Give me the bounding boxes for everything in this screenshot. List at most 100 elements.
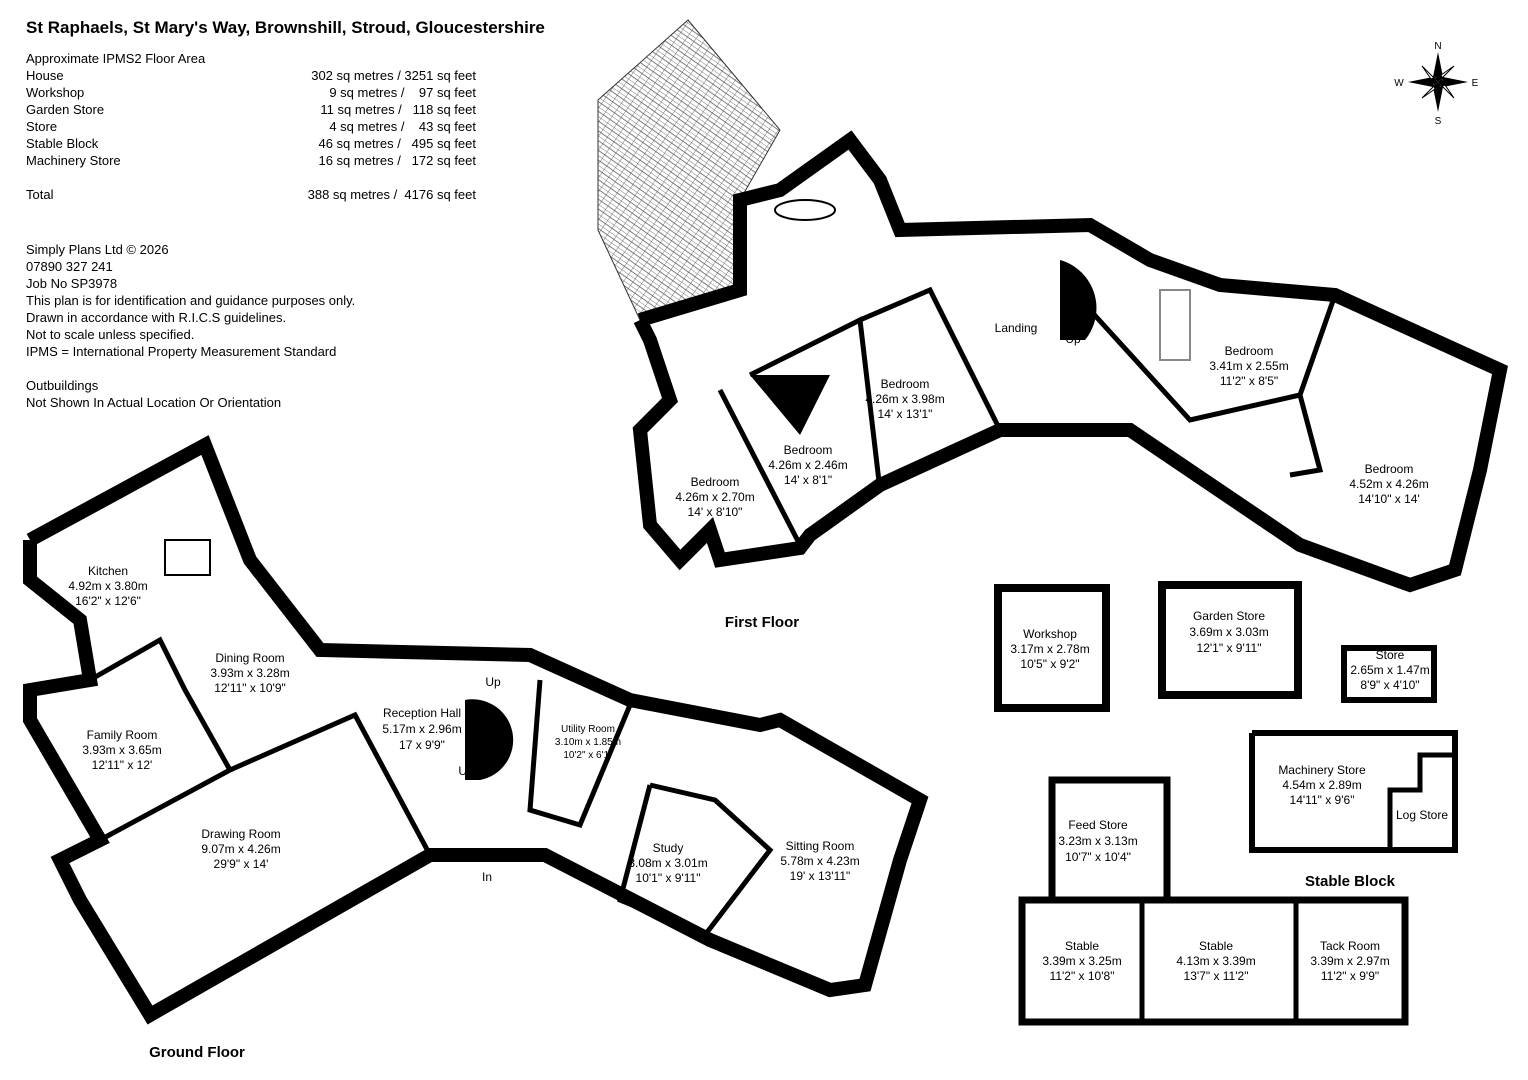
area-value: 16 sq metres / 172 sq feet: [318, 153, 476, 168]
room-label-line: Tack Room: [1320, 939, 1380, 953]
room-label-line: 3.69m x 3.03m: [1189, 625, 1268, 639]
room-label-line: 16'2" x 12'6": [75, 594, 141, 608]
stairs-up-label: Up: [1065, 332, 1081, 346]
room-label-line: 3.17m x 2.78m: [1010, 642, 1089, 656]
compass-east: E: [1472, 78, 1479, 89]
room-label-line: 12'11" x 12': [92, 758, 153, 772]
room-label-line: Bedroom: [1365, 462, 1414, 476]
room-label-line: 9.07m x 4.26m: [201, 842, 280, 856]
note-line: This plan is for identification and guid…: [26, 293, 356, 308]
compass-north: N: [1434, 41, 1441, 52]
room-label-line: 11'2" x 9'9": [1321, 969, 1379, 983]
room-label-line: 3.08m x 3.01m: [628, 856, 707, 870]
note-line: Not Shown In Actual Location Or Orientat…: [26, 395, 282, 410]
plan-title: St Raphaels, St Mary's Way, Brownshill, …: [26, 18, 545, 37]
note-line: Not to scale unless specified.: [26, 327, 195, 342]
room-label-line: 3.93m x 3.28m: [210, 666, 289, 680]
ground-floor-label: Ground Floor: [149, 1044, 245, 1061]
room-label-line: 4.54m x 2.89m: [1282, 778, 1361, 792]
room-label-line: Store: [1376, 648, 1405, 662]
room-label-line: Bedroom: [784, 443, 833, 457]
plan-notes: Simply Plans Ltd © 2026 07890 327 241 Jo…: [26, 241, 355, 411]
area-name: Store: [26, 119, 58, 134]
room-label-line: Family Room: [87, 728, 158, 742]
note-line: Drawn in accordance with R.I.C.S guideli…: [26, 310, 287, 325]
room-label-line: Feed Store: [1068, 818, 1128, 832]
room-label-line: Kitchen: [88, 564, 128, 578]
room-label-line: 13'7" x 11'2": [1184, 969, 1249, 983]
room-label-line: 19' x 13'11": [790, 869, 851, 883]
room-label-line: Bedroom: [1225, 344, 1274, 358]
room-label-line: 14' x 8'1": [784, 473, 832, 487]
area-value: 302 sq metres / 3251 sq feet: [311, 68, 476, 83]
stairs-up-label: Up: [485, 675, 501, 689]
room-label-line: 4.26m x 3.98m: [865, 392, 944, 406]
room-label-line: 10'1" x 9'11": [636, 871, 701, 885]
area-row: Garden Store 11 sq metres / 118 sq feet: [26, 101, 476, 118]
room-label-line: 3.93m x 3.65m: [82, 743, 161, 757]
note-line: Job No SP3978: [26, 276, 118, 291]
room-label-line: 3.23m x 3.13m: [1058, 834, 1137, 848]
room-label-line: Sitting Room: [786, 839, 855, 853]
room-label-line: 14'11" x 9'6": [1290, 793, 1355, 807]
room-label-line: 3.39m x 2.97m: [1310, 954, 1389, 968]
area-value: 46 sq metres / 495 sq feet: [318, 136, 476, 151]
room-label-line: 5.17m x 2.96m: [382, 722, 461, 736]
room-label-line: 4.26m x 2.46m: [768, 458, 847, 472]
room-label-line: 4.26m x 2.70m: [675, 490, 754, 504]
area-name: Workshop: [26, 85, 85, 100]
log-store-label: Log Store: [1396, 808, 1448, 822]
room-label-line: 29'9" x 14': [214, 857, 269, 871]
entrance-label: In: [482, 870, 492, 884]
room-label-line: 10'5" x 9'2": [1020, 657, 1079, 671]
room-label-line: 17 x 9'9": [399, 738, 445, 752]
area-row: House 302 sq metres / 3251 sq feet: [26, 67, 476, 84]
area-value: 388 sq metres / 4176 sq feet: [307, 187, 476, 202]
room-label-line: Machinery Store: [1278, 763, 1366, 777]
room-label-line: 10'2" x 6'1": [563, 750, 613, 761]
area-heading: Approximate IPMS2 Floor Area: [26, 51, 206, 66]
compass-south: S: [1435, 116, 1442, 127]
room-label-line: 12'1" x 9'11": [1197, 641, 1262, 655]
area-value: 11 sq metres / 118 sq feet: [320, 102, 476, 117]
room-label-line: Bedroom: [881, 377, 930, 391]
room-label-line: 4.13m x 3.39m: [1176, 954, 1255, 968]
landing-label: Landing: [995, 321, 1038, 335]
room-label-line: 14' x 13'1": [878, 407, 933, 421]
room-label-line: Workshop: [1023, 627, 1077, 641]
area-name: House: [26, 68, 64, 83]
note-line: 07890 327 241: [26, 259, 113, 274]
room-label-line: Bedroom: [691, 475, 740, 489]
stairs-up-label: Up: [458, 764, 474, 778]
floor-area-table: Approximate IPMS2 Floor Area House 302 sq…: [26, 50, 476, 203]
room-label-line: 8'9" x 4'10": [1360, 678, 1419, 692]
area-name: Garden Store: [26, 102, 105, 117]
room-garden-store: Garden Store 3.69m x 3.03m 12'1" x 9'11": [1189, 609, 1268, 655]
room-label-line: Garden Store: [1193, 609, 1265, 623]
room-label-line: 14' x 8'10": [688, 505, 743, 519]
stable-block-label: Stable Block: [1305, 873, 1396, 890]
room-label-line: 11'2" x 10'8": [1050, 969, 1115, 983]
